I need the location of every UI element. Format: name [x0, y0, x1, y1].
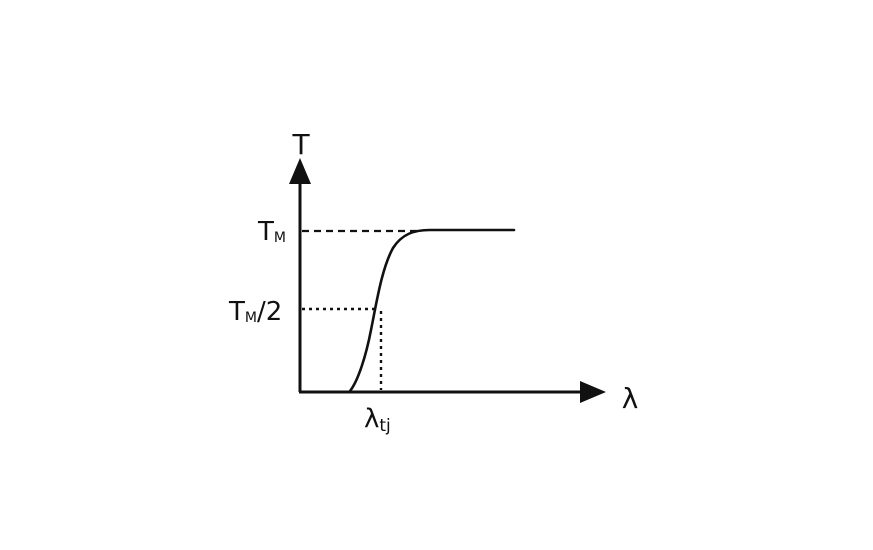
lambda-tj-label: λtj — [364, 404, 391, 436]
transmission-curve — [348, 228, 516, 393]
x-axis-arrowhead — [580, 381, 606, 403]
x-axis-label: λ — [622, 382, 639, 415]
y-axis-arrowhead — [289, 158, 311, 184]
tm-label: TM — [257, 217, 286, 247]
half-tm-label: TM/2 — [228, 297, 282, 327]
y-axis-label: T — [291, 128, 310, 161]
